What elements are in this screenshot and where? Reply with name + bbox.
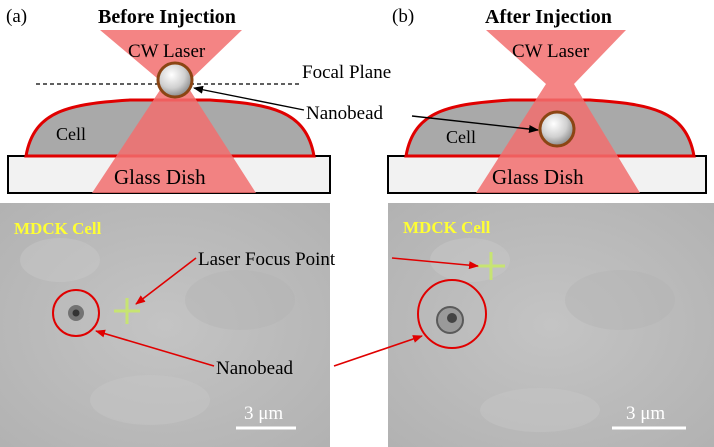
- panel-title-a: Before Injection: [98, 6, 236, 28]
- scale-label-a: 3 μm: [244, 403, 283, 424]
- nanobead-bottom-arrow-b: [333, 335, 423, 367]
- micro-label-a: MDCK Cell: [14, 219, 102, 238]
- nanobead-arrow-a: [193, 85, 305, 111]
- laser-label-b: CW Laser: [512, 41, 590, 62]
- nanobead-bottom-arrow-a: [95, 329, 215, 367]
- cell-label-a: Cell: [56, 124, 86, 144]
- cell-label-b: Cell: [446, 127, 476, 147]
- panel-b-schematic: (b) After Injection CW Laser Cell Glass …: [387, 6, 707, 194]
- panel-letter-a: (a): [6, 6, 27, 27]
- nanobead-bottom-label: Nanobead: [216, 358, 294, 379]
- bead-circle-a: [52, 289, 100, 337]
- laser-focus-cross-a: [114, 298, 140, 324]
- laser-label-a: CW Laser: [128, 41, 206, 62]
- scale-label-b: 3 μm: [626, 403, 665, 424]
- panel-title-b: After Injection: [485, 6, 612, 28]
- nanobead-icon-a: [156, 61, 194, 99]
- dish-label-a: Glass Dish: [114, 165, 206, 189]
- laser-focus-arrow-b: [391, 257, 479, 270]
- micro-label-b: MDCK Cell: [403, 218, 491, 237]
- micrograph-a: MDCK Cell 3 μm: [0, 203, 330, 447]
- nanobead-icon-b: [538, 110, 576, 148]
- nanobead-top-label: Nanobead: [306, 103, 384, 124]
- laser-beam-a: [92, 30, 256, 193]
- panel-a-schematic: (a) Before Injection CW Laser Cell Glass…: [6, 6, 331, 194]
- laser-focus-cross-b: [477, 252, 505, 280]
- micrograph-b: MDCK Cell 3 μm: [388, 203, 714, 447]
- bead-circle-b: [417, 279, 487, 349]
- focal-plane-label: Focal Plane: [302, 62, 391, 83]
- nanobead-arrow-b: [411, 115, 539, 133]
- laser-focus-label: Laser Focus Point: [198, 249, 336, 270]
- laser-focus-arrow-a: [135, 257, 197, 305]
- panel-letter-b: (b): [392, 6, 414, 27]
- dish-label-b: Glass Dish: [492, 165, 584, 189]
